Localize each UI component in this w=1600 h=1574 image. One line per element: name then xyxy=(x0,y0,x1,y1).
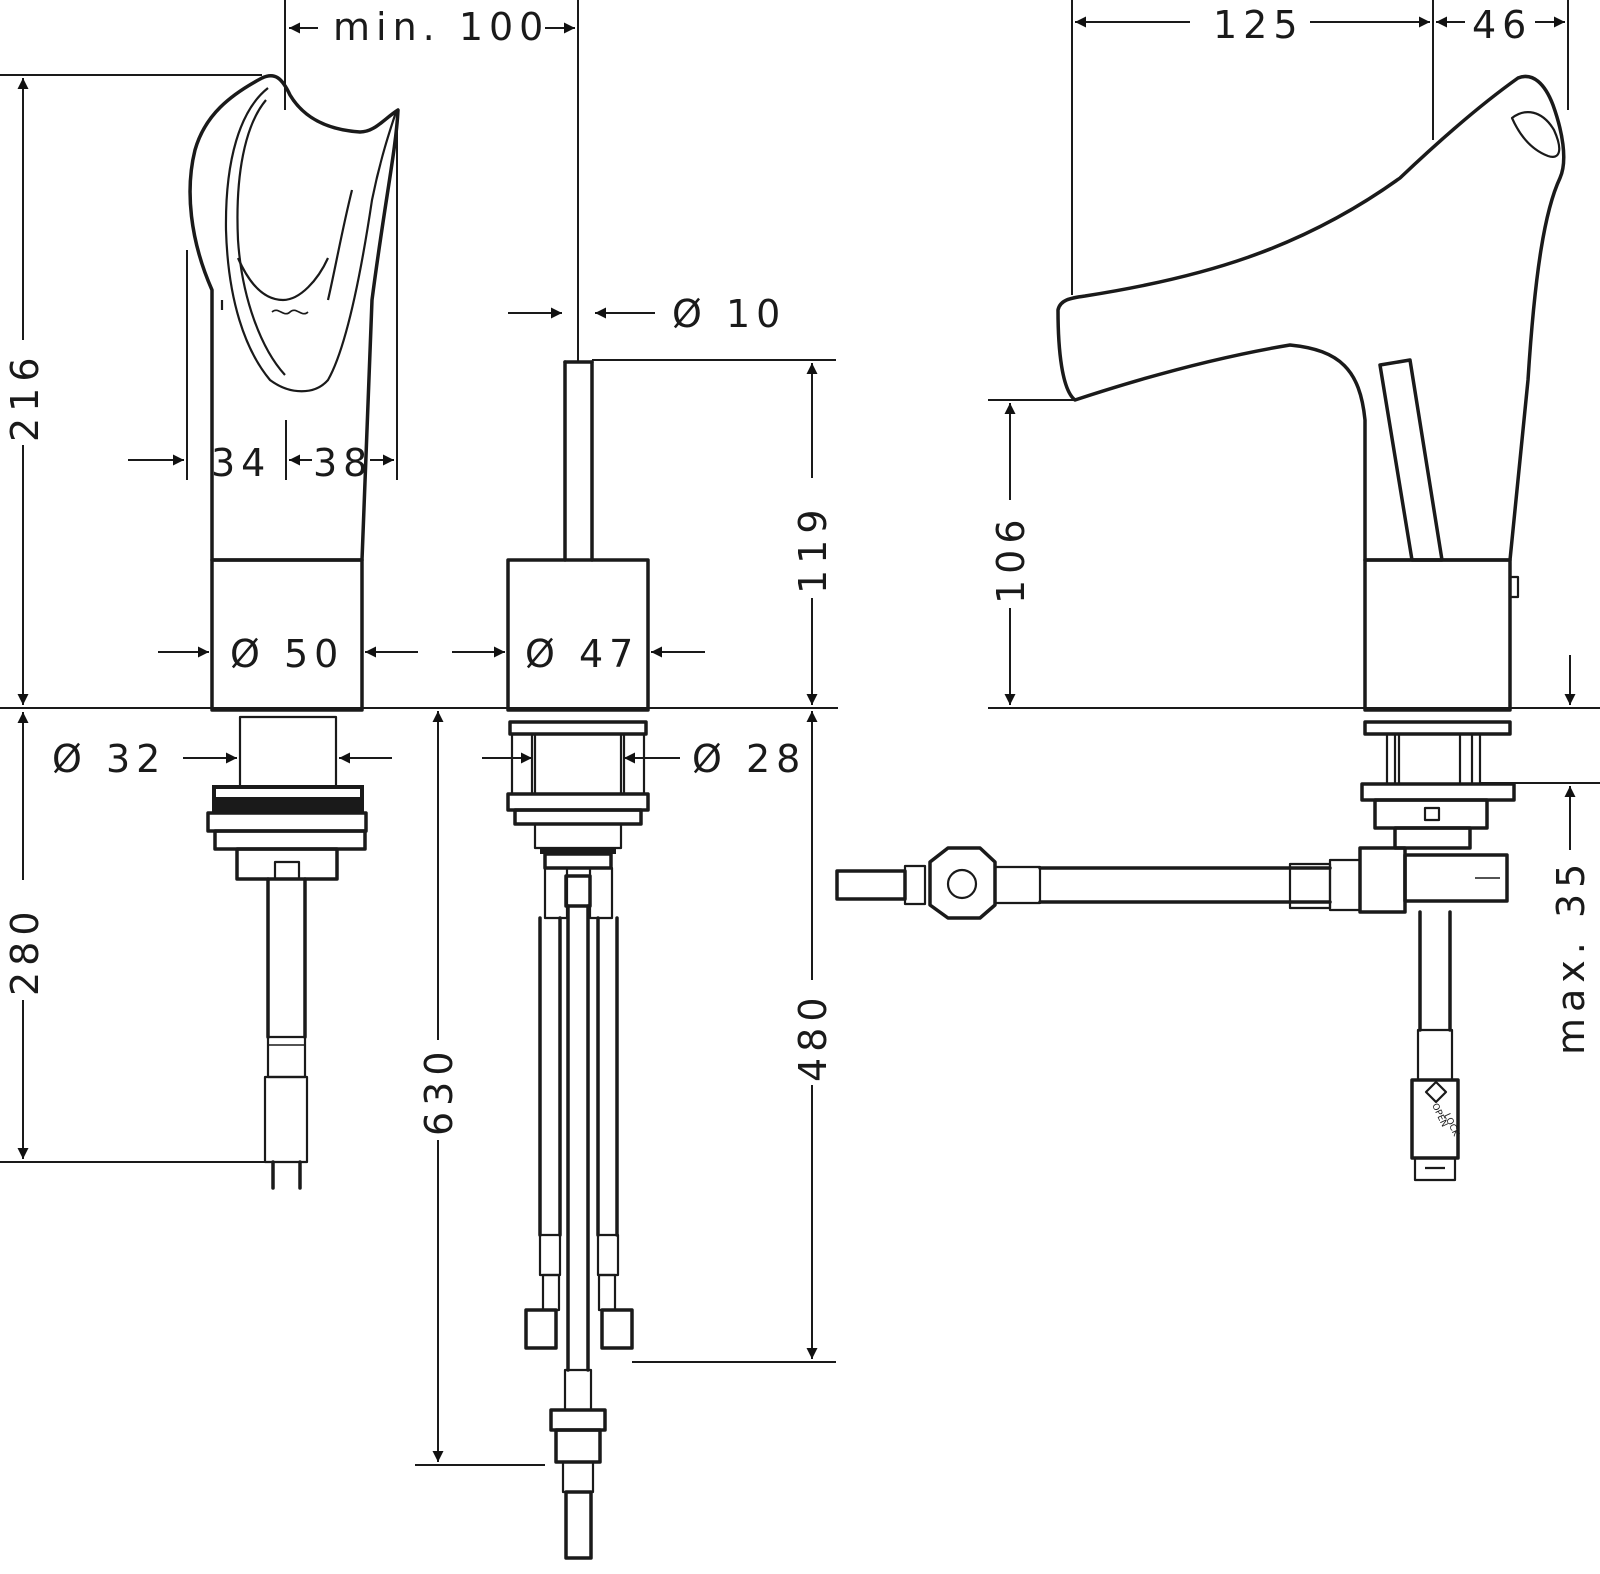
side-ring-2 xyxy=(1373,798,1489,830)
middle-view xyxy=(506,360,650,1560)
side-stamp-diamond xyxy=(1424,1080,1448,1104)
front-spout-body xyxy=(188,74,400,562)
front-fixing-center xyxy=(273,860,301,881)
front-base xyxy=(210,558,364,712)
side-hose-fitting xyxy=(903,864,927,906)
label-46: 46 xyxy=(1472,3,1532,47)
middle-thread xyxy=(533,732,623,796)
side-hose-thread xyxy=(993,865,1042,905)
front-thread xyxy=(238,715,338,789)
label-max-35: max. 35 xyxy=(1549,858,1593,1055)
middle-hose-clip-left xyxy=(543,866,569,920)
middle-plug xyxy=(564,1490,593,1560)
label-min-100: min. 100 xyxy=(333,5,549,49)
middle-nut-right xyxy=(600,1308,634,1350)
label-dia-47: Ø 47 xyxy=(525,632,639,676)
middle-center-block xyxy=(564,874,592,908)
side-cable-sleeve xyxy=(1416,1028,1454,1082)
side-base-knob xyxy=(1508,575,1520,599)
side-hose-nut-center xyxy=(946,868,978,900)
side-hose-nut xyxy=(928,846,997,920)
middle-clamp-left xyxy=(510,732,534,796)
side-lever xyxy=(1378,358,1444,562)
middle-nut-left xyxy=(524,1308,558,1350)
label-280: 280 xyxy=(3,905,47,996)
front-water-curve xyxy=(236,257,330,302)
label-dia-50: Ø 50 xyxy=(230,632,344,676)
middle-base xyxy=(506,558,650,712)
middle-ring xyxy=(506,792,650,812)
front-washer xyxy=(206,811,368,833)
label-34: 34 xyxy=(211,441,271,485)
side-plug xyxy=(1413,1156,1457,1182)
middle-washer-top xyxy=(508,720,648,736)
side-hose-elbow xyxy=(1328,858,1362,912)
middle-fitting-right-2 xyxy=(597,1273,617,1312)
side-thread xyxy=(1393,732,1482,786)
label-216: 216 xyxy=(3,351,47,442)
middle-clamp-right xyxy=(622,732,646,796)
front-fixing xyxy=(235,847,339,881)
label-38: 38 xyxy=(313,441,373,485)
middle-connector xyxy=(554,1428,602,1464)
front-spout-inner xyxy=(224,87,398,393)
middle-connector-neck xyxy=(561,1460,595,1494)
label-dia-28: Ø 28 xyxy=(692,737,806,781)
front-cable-sleeve xyxy=(266,1035,307,1079)
middle-hose-clip-right xyxy=(588,866,614,920)
label-dia-32: Ø 32 xyxy=(52,737,166,781)
label-480: 480 xyxy=(791,991,835,1082)
side-spout-opening xyxy=(1510,111,1561,158)
middle-fitting-left xyxy=(538,1233,562,1277)
side-hose-block xyxy=(1358,846,1407,914)
front-water-wave xyxy=(271,309,309,315)
middle-thread-2 xyxy=(533,822,623,850)
middle-ring-2 xyxy=(513,808,643,826)
middle-fitting-left-2 xyxy=(541,1273,561,1312)
side-ring xyxy=(1360,782,1516,802)
label-dia-10: Ø 10 xyxy=(672,292,786,336)
label-125: 125 xyxy=(1213,3,1304,47)
label-119: 119 xyxy=(791,503,835,594)
side-base xyxy=(1363,558,1512,712)
side-ring-3 xyxy=(1393,826,1472,850)
middle-cable-sleeve xyxy=(563,1368,593,1412)
front-view xyxy=(188,74,400,1190)
side-spout-body xyxy=(1056,74,1566,562)
middle-hose-head xyxy=(543,852,613,870)
middle-fitting-right xyxy=(596,1233,620,1277)
side-hose-plug xyxy=(835,869,907,901)
label-106: 106 xyxy=(989,513,1033,604)
side-washer-top xyxy=(1363,720,1512,736)
front-plate xyxy=(213,829,367,851)
dimension-lines xyxy=(0,0,1600,1466)
side-view: OPEN LOCK xyxy=(835,74,1566,1182)
side-junction-box xyxy=(1403,853,1509,903)
front-spout-inner-2 xyxy=(236,99,354,376)
dimension-labels: min. 100 125 46 34 38 Ø 10 Ø 50 Ø 47 Ø 3… xyxy=(3,3,1593,1136)
front-connector xyxy=(263,1075,309,1164)
label-630: 630 xyxy=(417,1045,461,1136)
middle-connector-top xyxy=(549,1408,607,1432)
